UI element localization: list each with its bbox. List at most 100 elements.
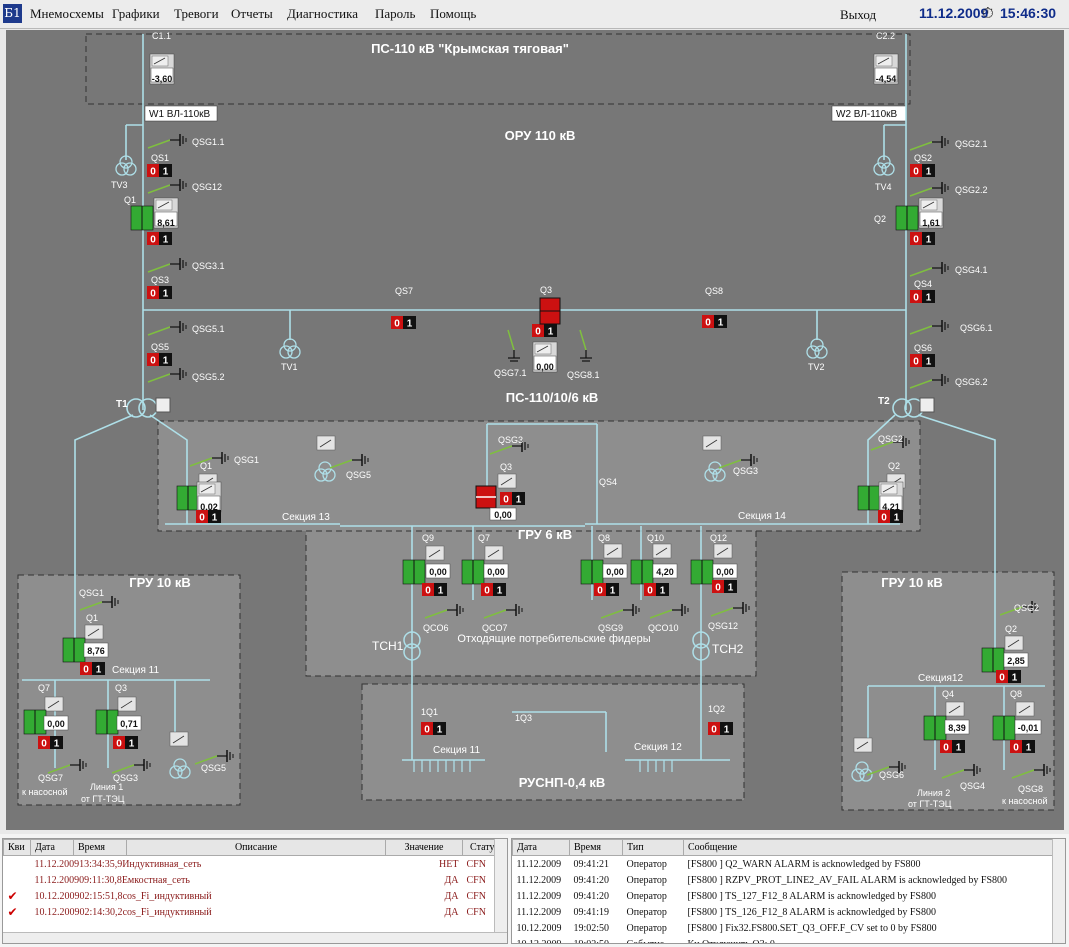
q10-state[interactable] — [644, 583, 669, 597]
q7-state[interactable] — [481, 583, 506, 597]
q1-04-state[interactable] — [421, 722, 446, 736]
tv2-icon[interactable] — [806, 338, 828, 359]
qsg12-switch[interactable] — [147, 178, 187, 194]
q8-state[interactable] — [594, 583, 619, 597]
tch2-icon[interactable] — [692, 631, 710, 661]
q3-state[interactable] — [532, 324, 557, 338]
q8-breaker[interactable] — [580, 559, 604, 585]
alarm-col-time[interactable]: Время — [73, 839, 127, 856]
transformer-t1-icon[interactable] — [126, 397, 171, 418]
event-col-type[interactable]: Тип — [622, 839, 684, 856]
qsg52-switch[interactable] — [147, 367, 187, 383]
l-q7-state[interactable] — [38, 736, 63, 750]
l-q7-value: 0,00 — [47, 719, 65, 729]
qs5-state[interactable] — [147, 353, 172, 367]
q10-breaker[interactable] — [630, 559, 654, 585]
menu-alarms[interactable]: Тревоги — [174, 6, 219, 21]
r-qsg2-label: QSG2 — [1014, 603, 1039, 613]
exit-button[interactable]: Выход — [840, 7, 877, 22]
qsg31-switch[interactable] — [147, 257, 187, 273]
g-q2-state[interactable] — [878, 510, 903, 524]
event-message: [FS800 ] TS_127_F12_8 ALARM is acknowled… — [687, 890, 936, 902]
r-q2-state[interactable] — [996, 670, 1021, 684]
alarm-row[interactable]: 11.12.200909:11:30,8Емкостная_сеть ДА CF… — [4, 872, 507, 888]
r-q4-value: 8,39 — [948, 723, 966, 733]
menu-help[interactable]: Помощь — [430, 6, 477, 21]
menu-charts[interactable]: Графики — [112, 6, 160, 21]
qs1-state[interactable] — [147, 164, 172, 178]
q7-breaker[interactable] — [461, 559, 485, 585]
menu-bar: Б1 Мнемосхемы Графики Тревоги Отчеты Диа… — [0, 0, 1069, 29]
menu-reports[interactable]: Отчеты — [231, 6, 273, 21]
q1-breaker[interactable] — [130, 205, 154, 231]
qco6-label: QCO6 — [423, 623, 449, 633]
q12-meter-top — [713, 543, 733, 559]
transformer-t2-icon[interactable] — [892, 397, 935, 418]
qs3-state[interactable] — [147, 286, 172, 300]
menu-mnemo[interactable]: Мнемосхемы — [30, 6, 104, 21]
rusnp-sec12-label: Секция 12 — [634, 742, 682, 753]
alarm-row[interactable]: ✔ 10.12.200902:15:51,8cos_Fi_индуктивный… — [4, 888, 507, 904]
alarm-date: 10.12.2009 — [34, 890, 80, 902]
qs2-state[interactable] — [910, 164, 935, 178]
qsg62-switch[interactable] — [909, 373, 949, 389]
qsg61-switch[interactable] — [909, 319, 949, 335]
alarm-hscrollbar[interactable] — [3, 932, 507, 943]
q1-state[interactable] — [147, 232, 172, 246]
qsg21-switch[interactable] — [909, 135, 949, 151]
r-q4-breaker[interactable] — [923, 715, 947, 741]
tch1-icon[interactable] — [403, 631, 421, 661]
r-q2-breaker[interactable] — [981, 647, 1005, 673]
alarm-status: CFN — [466, 874, 486, 886]
g-q2-breaker[interactable] — [857, 485, 881, 511]
qsg41-switch[interactable] — [909, 261, 949, 277]
q2-state[interactable] — [910, 232, 935, 246]
tv1-icon[interactable] — [279, 338, 301, 359]
menu-diagnostics[interactable]: Диагностика — [287, 6, 359, 21]
qs4-state[interactable] — [910, 290, 935, 304]
l-q1-breaker[interactable] — [62, 637, 86, 663]
event-col-date[interactable]: Дата — [512, 839, 570, 856]
q12-breaker[interactable] — [690, 559, 714, 585]
qsg51-switch[interactable] — [147, 320, 187, 336]
q2-04-state[interactable] — [708, 722, 733, 736]
alarm-list[interactable]: Кви Дата Время Описание Значение Статус … — [2, 838, 508, 944]
alarm-row[interactable]: ✔ 10.12.200902:14:30,2cos_Fi_индуктивный… — [4, 904, 507, 920]
qs7-state[interactable] — [391, 316, 416, 330]
alarm-col-desc[interactable]: Описание — [126, 839, 386, 856]
q12-state[interactable] — [712, 580, 737, 594]
q9-state[interactable] — [422, 583, 447, 597]
l-q7-breaker[interactable] — [23, 709, 47, 735]
alarm-col-ack[interactable]: Кви — [3, 839, 31, 856]
g-q3-state[interactable] — [500, 492, 525, 506]
r-q4-state[interactable] — [940, 740, 965, 754]
alarm-col-value[interactable]: Значение — [385, 839, 463, 856]
event-col-message[interactable]: Сообщение — [683, 839, 1065, 856]
qs8-state[interactable] — [702, 315, 727, 329]
alarm-row[interactable]: 11.12.200913:34:35,9Индуктивная_сеть НЕТ… — [4, 856, 507, 873]
r-q8-state[interactable] — [1010, 740, 1035, 754]
alarm-scrollbar[interactable] — [494, 839, 507, 943]
l-q3-breaker[interactable] — [95, 709, 119, 735]
event-col-time[interactable]: Время — [569, 839, 623, 856]
alarm-col-date[interactable]: Дата — [30, 839, 74, 856]
q2-breaker[interactable] — [895, 205, 919, 231]
r-q8-breaker[interactable] — [992, 715, 1016, 741]
g-q1-breaker[interactable] — [176, 485, 200, 511]
menu-password[interactable]: Пароль — [375, 6, 416, 21]
g-q1-state[interactable] — [196, 510, 221, 524]
q9-breaker[interactable] — [402, 559, 426, 585]
qsg11-switch[interactable] — [147, 133, 187, 149]
event-scrollbar[interactable] — [1052, 839, 1065, 943]
l-q1-state[interactable] — [80, 662, 105, 676]
l-q3-state[interactable] — [113, 736, 138, 750]
qsg22-switch[interactable] — [909, 181, 949, 197]
qs6-state[interactable] — [910, 354, 935, 368]
